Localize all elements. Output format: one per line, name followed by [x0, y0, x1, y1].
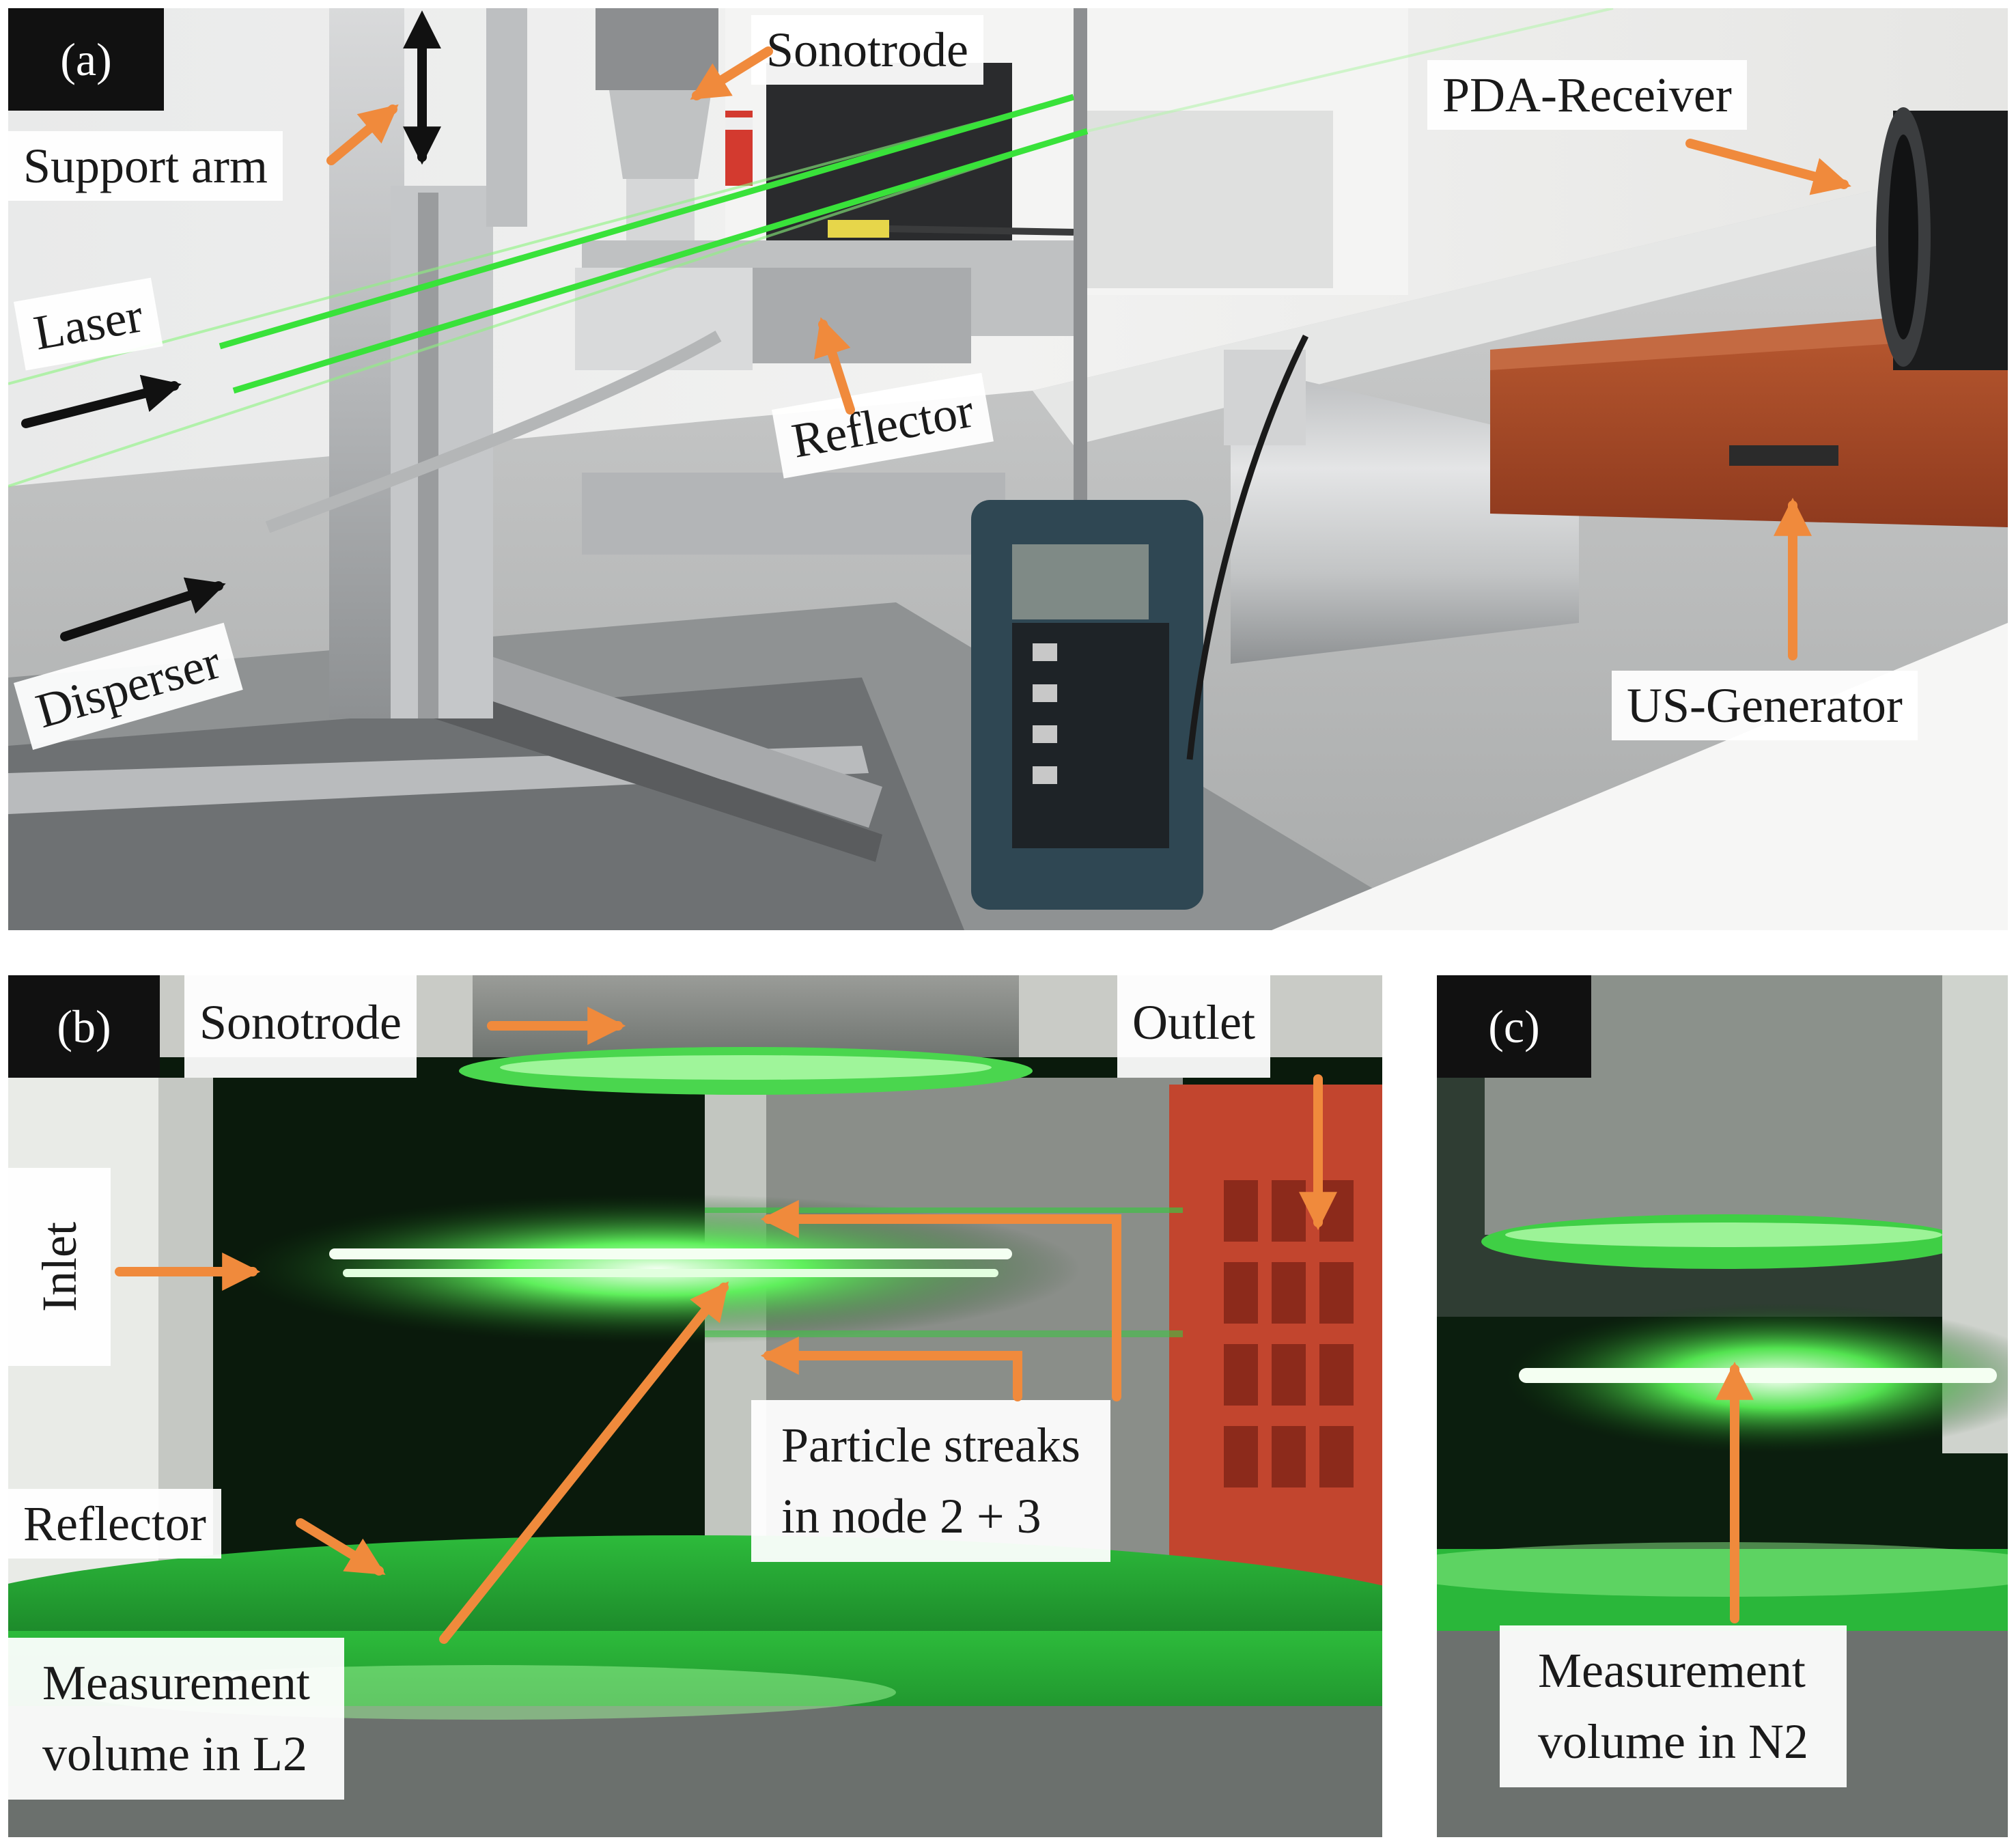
label-particle-streaks: Particle streaks in node 2 + 3: [751, 1400, 1110, 1562]
panel-c-letter: (c): [1437, 975, 1591, 1078]
label-outlet: Outlet: [1117, 975, 1270, 1078]
panel-b-letter: (b): [8, 975, 160, 1078]
label-sonotrode-b: Sonotrode: [184, 975, 417, 1078]
panel-a-photo: [8, 8, 2008, 930]
lab-setup-photo: [8, 8, 2008, 930]
panel-a-letter: (a): [8, 8, 164, 111]
label-measurement-l2: Measurement volume in L2: [8, 1638, 344, 1800]
label-inlet-box: Inlet: [8, 1168, 111, 1366]
label-support-arm: Support arm: [8, 131, 283, 201]
label-reflector-b: Reflector: [8, 1489, 221, 1559]
label-us-generator: US-Generator: [1612, 671, 1918, 741]
label-inlet: Inlet: [31, 1222, 87, 1312]
label-sonotrode-a: Sonotrode: [751, 15, 983, 85]
measurement-n2-line2: volume in N2: [1538, 1714, 1808, 1770]
particle-streaks-line2: in node 2 + 3: [781, 1489, 1041, 1544]
label-measurement-n2: Measurement volume in N2: [1500, 1625, 1847, 1787]
measurement-l2-line1: Measurement: [42, 1656, 310, 1710]
particle-streaks-line1: Particle streaks: [781, 1418, 1080, 1472]
measurement-n2-line1: Measurement: [1538, 1643, 1806, 1698]
measurement-l2-line2: volume in L2: [42, 1727, 307, 1782]
label-pda-receiver: PDA-Receiver: [1427, 60, 1747, 130]
